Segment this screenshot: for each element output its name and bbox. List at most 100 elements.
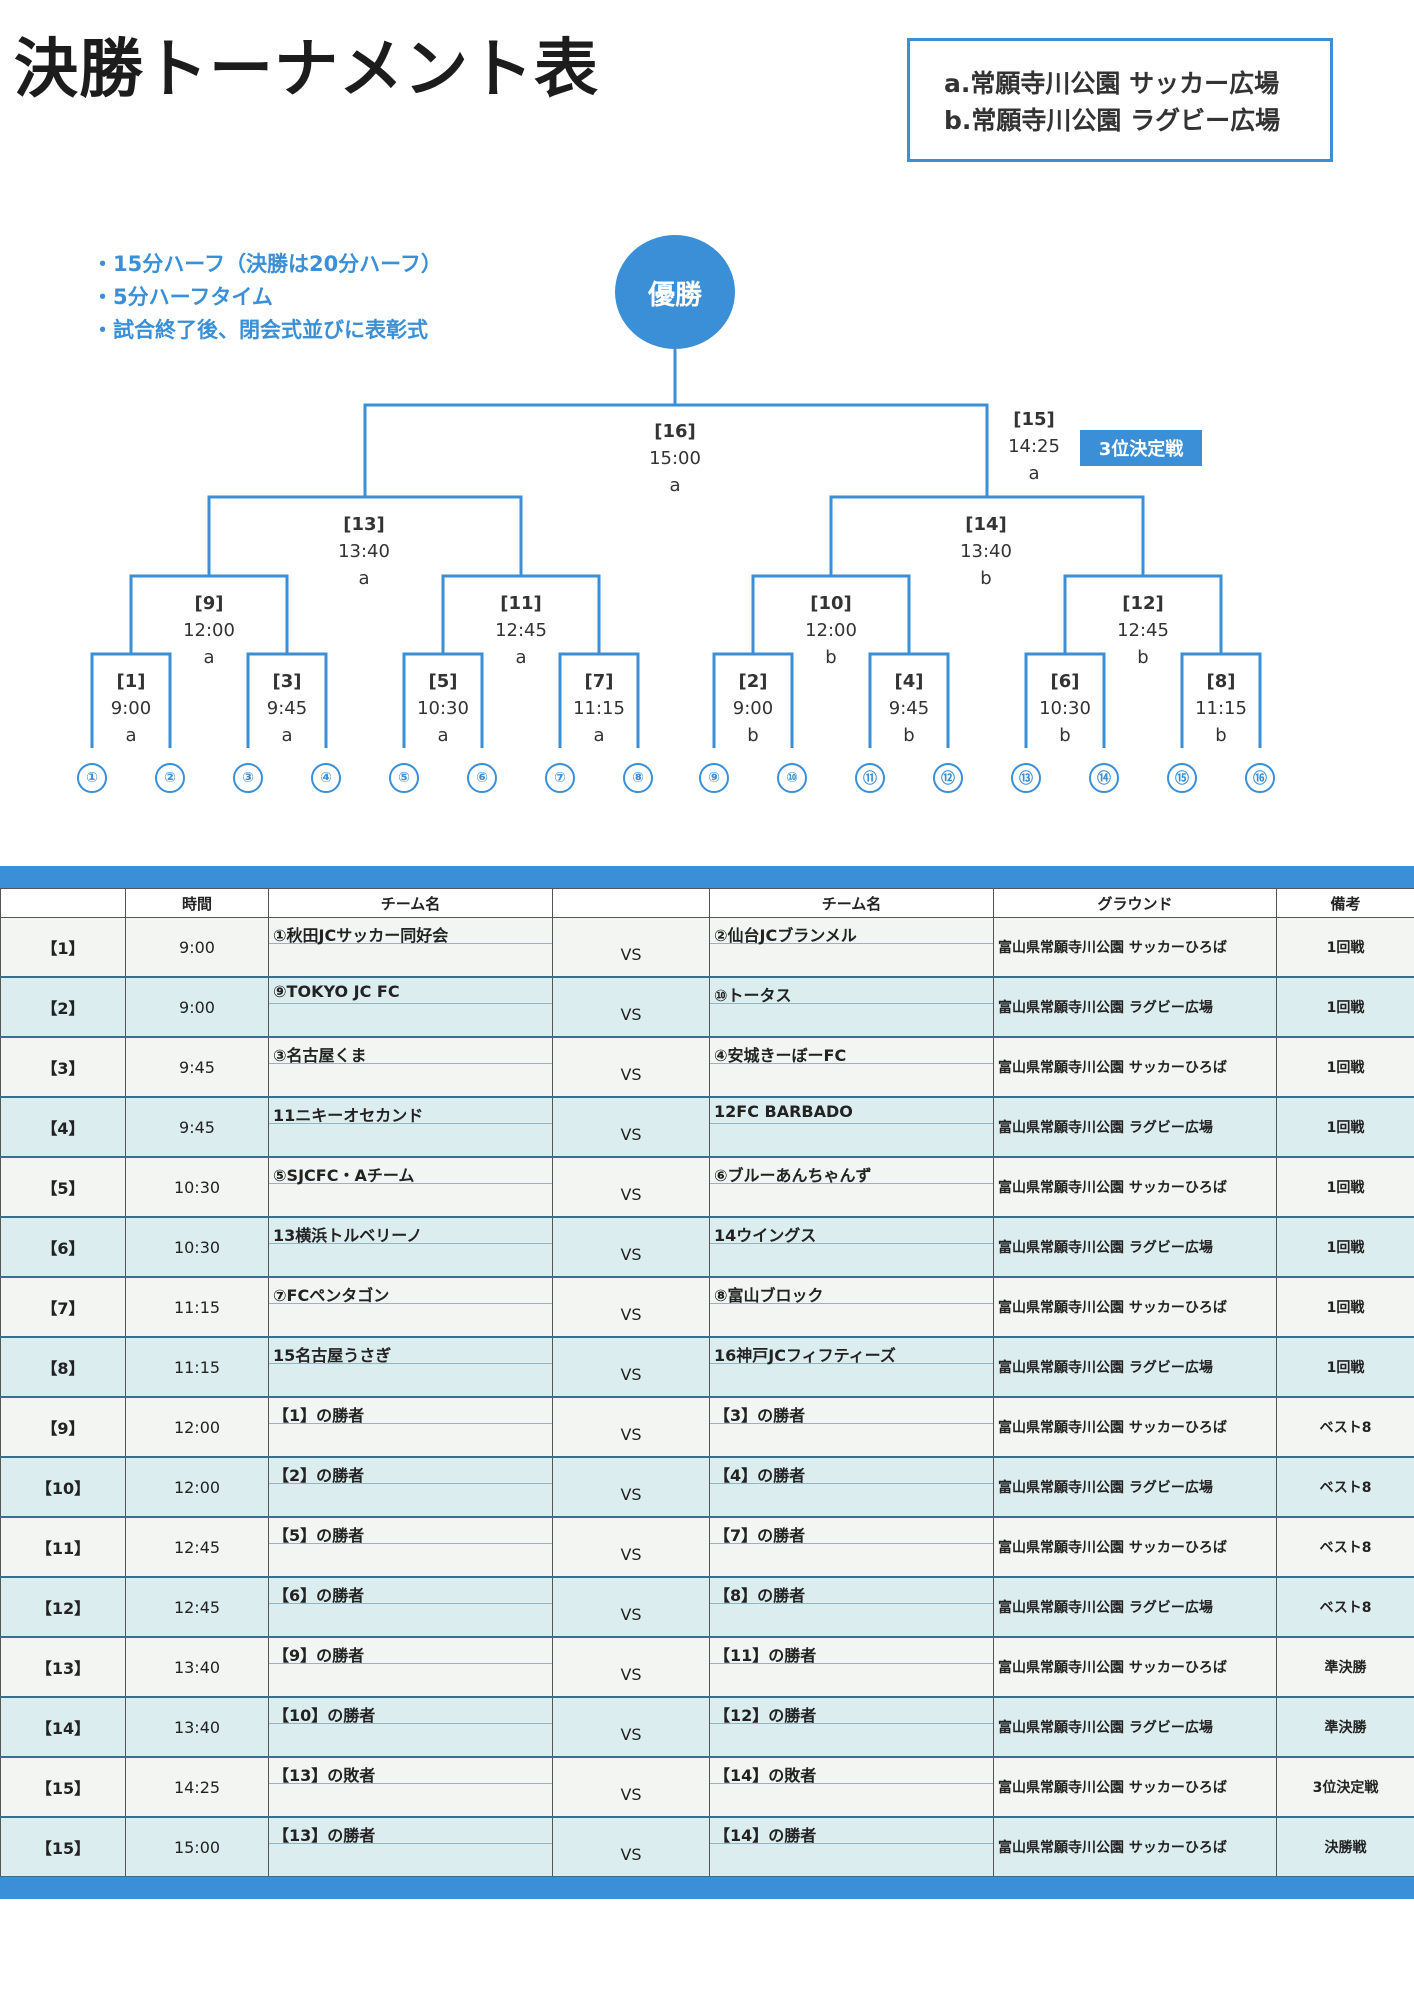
team1-name: 13横浜トルベリーノ: [269, 1218, 552, 1245]
match-time: 9:00: [125, 917, 269, 978]
vs-cell: VS: [552, 917, 710, 978]
header-ground: グラウンド: [993, 888, 1277, 918]
team1-name: ⑨TOKYO JC FC: [269, 978, 552, 1004]
note-cell: ベスト8: [1276, 1577, 1414, 1638]
ground-cell: 富山県常願寺川公園 サッカーひろば: [993, 1517, 1277, 1578]
bracket-line: [363, 403, 989, 497]
bracket-line: [712, 652, 794, 748]
team1-cell: 【6】の勝者: [268, 1577, 553, 1638]
note-cell: ベスト8: [1276, 1397, 1414, 1458]
match-time: 14:25: [1008, 436, 1060, 457]
ground-cell: 富山県常願寺川公園 ラグビー広場: [993, 1697, 1277, 1758]
match-time: 12:00: [125, 1397, 269, 1458]
match-id: 【10】: [0, 1457, 126, 1518]
vs-cell: VS: [552, 977, 710, 1038]
match-time: 12:00: [125, 1457, 269, 1518]
bracket-line: [829, 495, 1145, 576]
ground-cell: 富山県常願寺川公園 サッカーひろば: [993, 1397, 1277, 1458]
match-time: 9:45: [125, 1037, 269, 1098]
team2-name: 【14】の敗者: [710, 1758, 993, 1785]
ground-cell: 富山県常願寺川公園 ラグビー広場: [993, 1097, 1277, 1158]
match-time: 9:00: [125, 977, 269, 1038]
note-cell: 3位決定戦: [1276, 1757, 1414, 1818]
match-ground: b: [980, 568, 992, 589]
note-cell: ベスト8: [1276, 1517, 1414, 1578]
match-id: 【14】: [0, 1697, 126, 1758]
match-number: [7]: [584, 671, 614, 692]
third-place-tag: 3位決定戦: [1080, 430, 1202, 466]
match-time: 13:40: [338, 541, 390, 562]
bracket-line: [207, 495, 523, 576]
team-number: ⑨: [699, 763, 729, 793]
match-time: 9:45: [266, 698, 308, 719]
match-ground: b: [825, 647, 837, 668]
vs-label: VS: [620, 1484, 642, 1504]
match-id: 【3】: [0, 1037, 126, 1098]
team1-cell: 13横浜トルベリーノ: [268, 1217, 553, 1278]
bracket-line: [558, 652, 640, 748]
note-ceremony: ・試合終了後、閉会式並びに表彰式: [92, 318, 428, 342]
team2-cell: ⑧富山ブロック: [709, 1277, 994, 1338]
team1-cell: ⑤SJCFC・Aチーム: [268, 1157, 553, 1218]
note-cell: 1回戦: [1276, 1217, 1414, 1278]
match-id: 【15】: [0, 1757, 126, 1818]
team1-cell: 【5】の勝者: [268, 1517, 553, 1578]
team1-cell: ③名古屋くま: [268, 1037, 553, 1098]
match-time: 9:00: [732, 698, 774, 719]
page-title: 決勝トーナメント表: [14, 33, 599, 107]
team2-cell: 【14】の敗者: [709, 1757, 994, 1818]
match-id: 【4】: [0, 1097, 126, 1158]
team-number: ③: [233, 763, 263, 793]
team2-cell: ④安城きーぼーFC: [709, 1037, 994, 1098]
match-time: 12:00: [183, 620, 235, 641]
vs-label: VS: [620, 1664, 642, 1684]
vs-cell: VS: [552, 1457, 710, 1518]
team-number: ⑫: [933, 763, 963, 793]
match-ground: a: [281, 725, 293, 746]
team-number: ⑬: [1011, 763, 1041, 793]
match-time: 13:40: [125, 1697, 269, 1758]
match-id: 【8】: [0, 1337, 126, 1398]
venue-b: b.常願寺川公園 ラグビー広場: [944, 106, 1281, 135]
match-time: 10:30: [125, 1217, 269, 1278]
bracket-line: [441, 574, 601, 654]
vs-cell: VS: [552, 1817, 710, 1878]
vs-cell: VS: [552, 1757, 710, 1818]
match-number: [10]: [810, 593, 852, 614]
bracket-line: [868, 652, 950, 748]
team2-name: 【7】の勝者: [710, 1518, 993, 1545]
vs-label: VS: [620, 1244, 642, 1264]
bracket-line: [1024, 652, 1106, 748]
note-cell: 1回戦: [1276, 1337, 1414, 1398]
match-number: [11]: [500, 593, 542, 614]
team2-name: 【11】の勝者: [710, 1638, 993, 1665]
venue-legend: a.常願寺川公園 サッカー広場 b.常願寺川公園 ラグビー広場: [907, 38, 1333, 162]
match-time: 11:15: [1195, 698, 1247, 719]
table-top-bar: [0, 866, 1414, 888]
vs-label: VS: [620, 1784, 642, 1804]
vs-label: VS: [620, 1544, 642, 1564]
team2-cell: ②仙台JCブランメル: [709, 917, 994, 978]
match-time: 12:45: [125, 1577, 269, 1638]
match-time: 13:40: [125, 1637, 269, 1698]
match-number: [9]: [194, 593, 224, 614]
note-cell: 決勝戦: [1276, 1817, 1414, 1878]
ground-cell: 富山県常願寺川公園 ラグビー広場: [993, 1577, 1277, 1638]
ground-cell: 富山県常願寺川公園 サッカーひろば: [993, 1037, 1277, 1098]
table-header-row: 時間 チーム名 チーム名 グラウンド 備考: [0, 888, 1414, 918]
team1-name: ⑦FCペンタゴン: [269, 1278, 552, 1305]
vs-cell: VS: [552, 1517, 710, 1578]
team1-cell: 15名古屋うさぎ: [268, 1337, 553, 1398]
match-ground: a: [125, 725, 137, 746]
